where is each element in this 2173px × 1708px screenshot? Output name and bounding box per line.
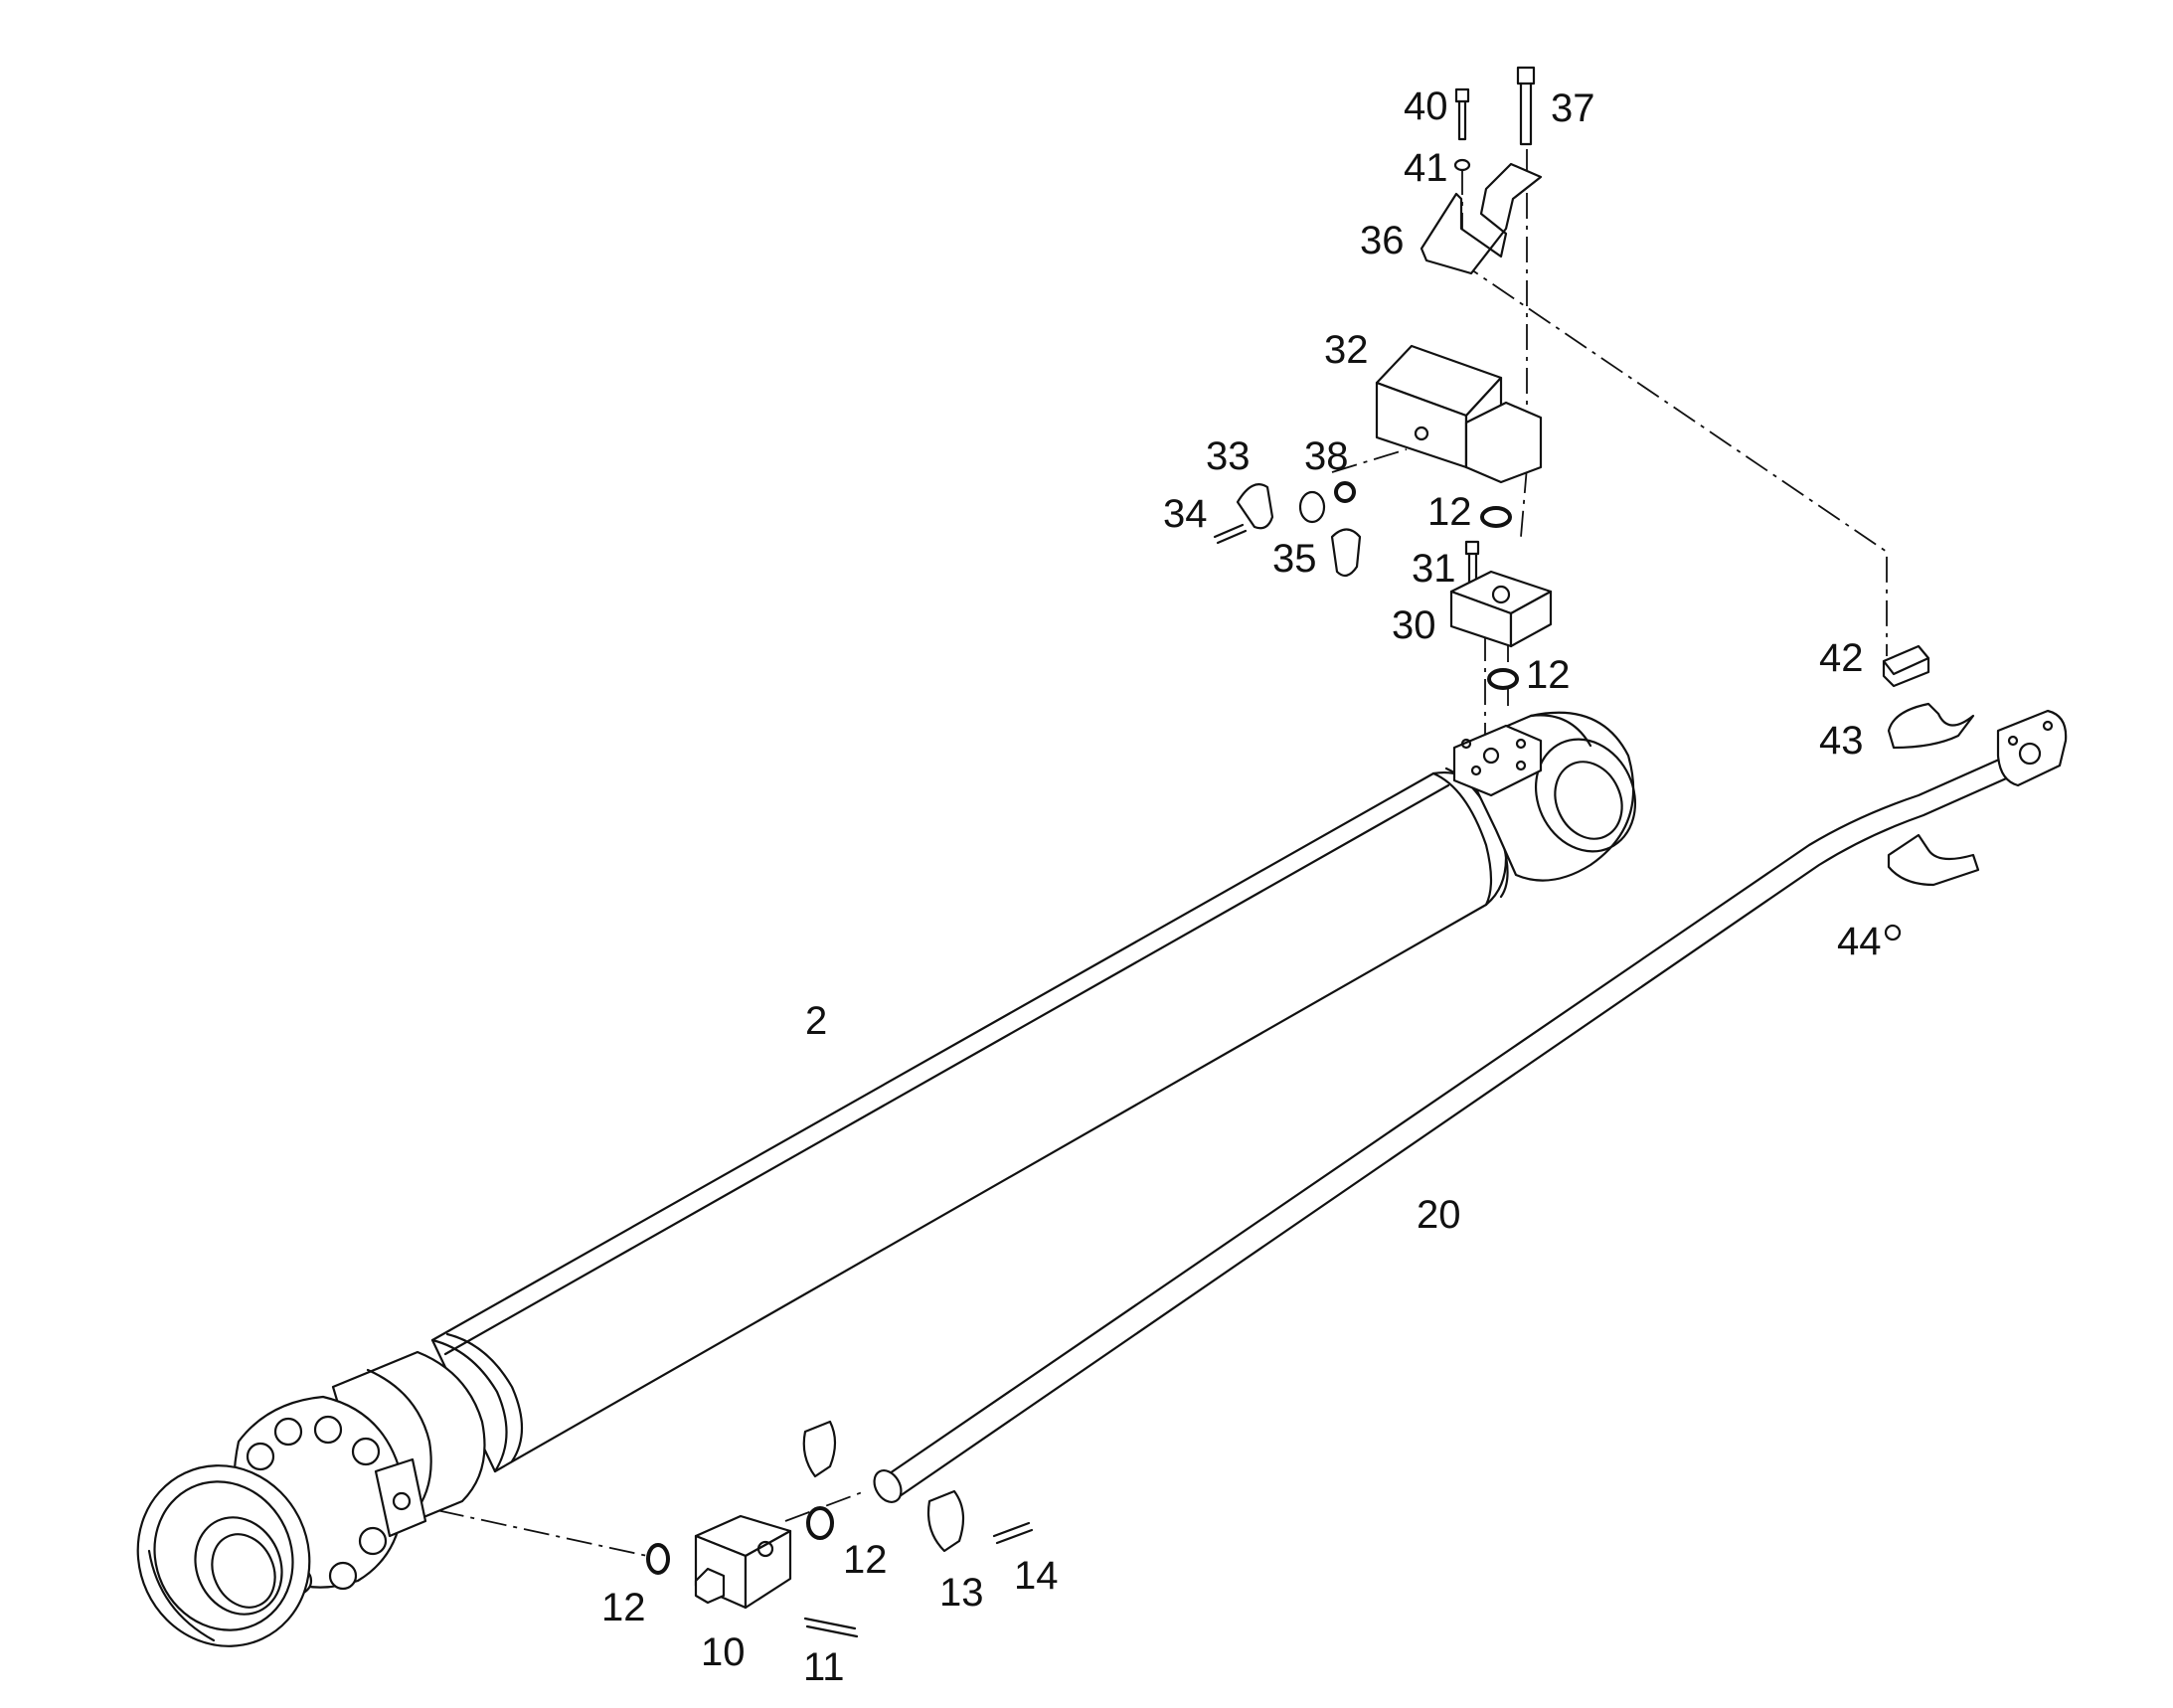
callout-12-d: 12	[843, 1538, 888, 1582]
callout-35: 35	[1272, 537, 1317, 581]
callout-31: 31	[1412, 547, 1456, 591]
callout-2: 2	[805, 999, 827, 1043]
callout-12-b: 12	[1526, 653, 1571, 697]
callout-34: 34	[1163, 492, 1208, 536]
callout-30: 30	[1392, 603, 1436, 647]
callout-20: 20	[1417, 1193, 1461, 1237]
callout-11: 11	[803, 1645, 845, 1689]
callout-10: 10	[701, 1630, 746, 1674]
part-43-clamp-upper	[1887, 702, 1975, 750]
callout-41: 41	[1404, 146, 1448, 190]
callout-37: 37	[1551, 86, 1595, 130]
part-12-o-ring-a	[1480, 506, 1512, 528]
callout-13: 13	[939, 1571, 984, 1615]
callout-32: 32	[1324, 328, 1369, 372]
callout-38: 38	[1304, 434, 1349, 478]
rod-eye	[136, 1464, 311, 1647]
callout-14: 14	[1014, 1554, 1059, 1598]
part-35-clamp	[1330, 528, 1362, 578]
callout-labels: 40 37 41 36 32 33 38 34 12 35 31 30 12 4…	[601, 85, 1882, 1689]
callout-42: 42	[1819, 636, 1864, 680]
part-12-o-ring-c	[646, 1543, 670, 1575]
part-36-bracket	[1420, 162, 1543, 275]
callout-44: 44	[1837, 920, 1882, 963]
part-12-o-ring-d	[806, 1506, 834, 1540]
part-11-screw	[803, 1617, 859, 1638]
cap-port-boss	[1452, 724, 1543, 797]
hydraulic-cylinder	[136, 711, 1637, 1647]
callout-36: 36	[1360, 219, 1405, 262]
hydraulic-pipe	[873, 709, 2068, 1503]
callout-33: 33	[1206, 434, 1251, 478]
part-42-clamp-block	[1882, 644, 1930, 688]
part-41-washer	[1453, 158, 1471, 172]
part-12-o-ring-b	[1487, 668, 1519, 690]
part-37-screw	[1516, 66, 1536, 146]
part-13-clamp	[926, 1489, 965, 1553]
part-35-plug	[1298, 490, 1326, 524]
callout-12-a: 12	[1427, 490, 1472, 534]
part-43-clamp-lower	[1887, 833, 1980, 887]
part-44-nut	[1884, 924, 1902, 941]
part-13-clamp-upper	[802, 1420, 837, 1478]
part-40-screw	[1454, 87, 1470, 141]
callout-43: 43	[1819, 719, 1864, 763]
part-34-screw	[1213, 523, 1248, 545]
part-14-screw	[992, 1521, 1034, 1545]
part-38-o-ring	[1334, 481, 1356, 503]
part-32-valve-block	[1375, 344, 1543, 484]
callout-12-c: 12	[601, 1586, 646, 1629]
part-10-valve-block	[694, 1514, 792, 1610]
callout-40: 40	[1404, 85, 1448, 128]
part-33-clamp	[1236, 483, 1274, 530]
part-30-adapter-plate	[1449, 570, 1553, 648]
